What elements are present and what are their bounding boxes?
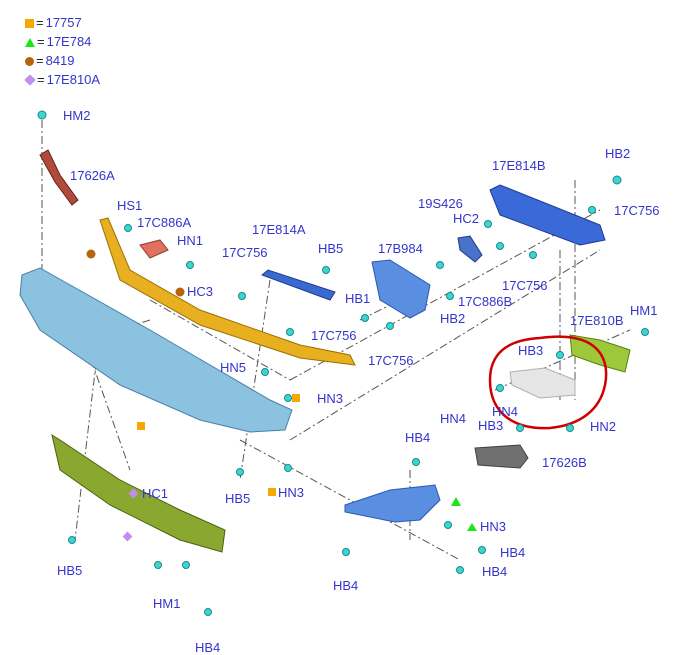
fasteners (37, 110, 649, 616)
diamond-marker (128, 488, 139, 499)
callout[interactable]: HN4 (492, 404, 519, 419)
callout[interactable]: HB4 (500, 545, 526, 560)
callout[interactable]: HN2 (590, 419, 617, 434)
bracket-17B984 (371, 259, 431, 319)
upper-trim-strip (99, 217, 356, 366)
bracket-17E814A (261, 269, 336, 301)
legend-label: 17E784 (46, 34, 92, 49)
callout[interactable]: 17E814B (492, 158, 546, 173)
equals-sign: = (36, 15, 44, 30)
legend-label: 8419 (45, 53, 75, 68)
circle-marker (86, 249, 96, 259)
equals-sign: = (37, 72, 45, 87)
legend-item-8419: =8419 (25, 54, 75, 68)
reinforcement-17626A (39, 149, 79, 206)
callout[interactable]: HN3 (480, 519, 507, 534)
callout[interactable]: HB5 (225, 491, 251, 506)
legend-label: 17E810A (46, 72, 101, 87)
callout[interactable]: 17C886B (458, 294, 513, 309)
legend-item-17757: =17757 (25, 16, 82, 30)
callout[interactable]: HB2 (605, 146, 631, 161)
callout[interactable]: HS1 (117, 198, 143, 213)
callout[interactable]: 17626A (70, 168, 115, 183)
fog-lamp-bracket (344, 484, 441, 523)
cover-17626B (474, 444, 529, 469)
callout[interactable]: HB3 (478, 418, 504, 433)
callout[interactable]: 17C756 (614, 203, 660, 218)
callout[interactable]: HC3 (187, 284, 214, 299)
bracket-highlighted (509, 367, 576, 399)
callout[interactable]: 17C756 (502, 278, 548, 293)
equals-sign: = (36, 53, 44, 68)
triangle-icon (25, 37, 35, 47)
callout[interactable]: HC2 (453, 211, 480, 226)
callout[interactable]: HM1 (630, 303, 658, 318)
square-icon (25, 18, 34, 28)
diamond-icon (24, 74, 36, 86)
square-marker (292, 394, 300, 402)
callout[interactable]: HB5 (318, 241, 344, 256)
circle-icon (25, 56, 34, 66)
bumper-cover (19, 267, 293, 433)
callout[interactable]: HN4 (440, 411, 467, 426)
callout[interactable]: HM1 (153, 596, 181, 611)
callout[interactable]: HB4 (405, 430, 431, 445)
callout[interactable]: HN3 (317, 391, 344, 406)
bracket-17E814B (489, 184, 606, 246)
callout[interactable]: 17C756 (368, 353, 414, 368)
square-marker (268, 488, 276, 496)
equals-sign: = (37, 34, 45, 49)
callout[interactable]: HB1 (345, 291, 371, 306)
callout[interactable]: 17C756 (311, 328, 357, 343)
legend-label: 17757 (45, 15, 82, 30)
callout[interactable]: 17C756 (222, 245, 268, 260)
bracket-17C886B (457, 235, 483, 263)
legend-item-17E810A: =17E810A (24, 72, 101, 87)
diamond-marker (122, 531, 133, 542)
callout[interactable]: HN5 (220, 360, 247, 375)
callout[interactable]: 19S426 (418, 196, 463, 211)
callout[interactable]: 17E810B (570, 313, 624, 328)
callout[interactable]: HN1 (177, 233, 204, 248)
callout[interactable]: HB4 (482, 564, 508, 579)
callout[interactable]: 17C886A (137, 215, 192, 230)
bracket-17C886A (139, 239, 169, 259)
callout[interactable]: HB4 (333, 578, 359, 593)
callout[interactable]: HB5 (57, 563, 83, 578)
callout[interactable]: HM2 (63, 108, 91, 123)
callout[interactable]: HB4 (195, 640, 221, 655)
circle-marker (175, 287, 185, 297)
callout[interactable]: 17E814A (252, 222, 306, 237)
callout[interactable]: HN3 (278, 485, 305, 500)
callout[interactable]: HC1 (142, 486, 169, 501)
callout[interactable]: HB2 (440, 311, 466, 326)
lower-valance (51, 433, 226, 553)
triangle-marker (451, 497, 461, 506)
highlight-circle (488, 335, 608, 430)
triangle-marker (467, 523, 477, 531)
callout[interactable]: HB3 (518, 343, 544, 358)
legend-item-17E784: =17E784 (25, 35, 91, 49)
callout[interactable]: 17626B (542, 455, 587, 470)
callout[interactable]: 17B984 (378, 241, 423, 256)
square-marker (137, 422, 145, 430)
